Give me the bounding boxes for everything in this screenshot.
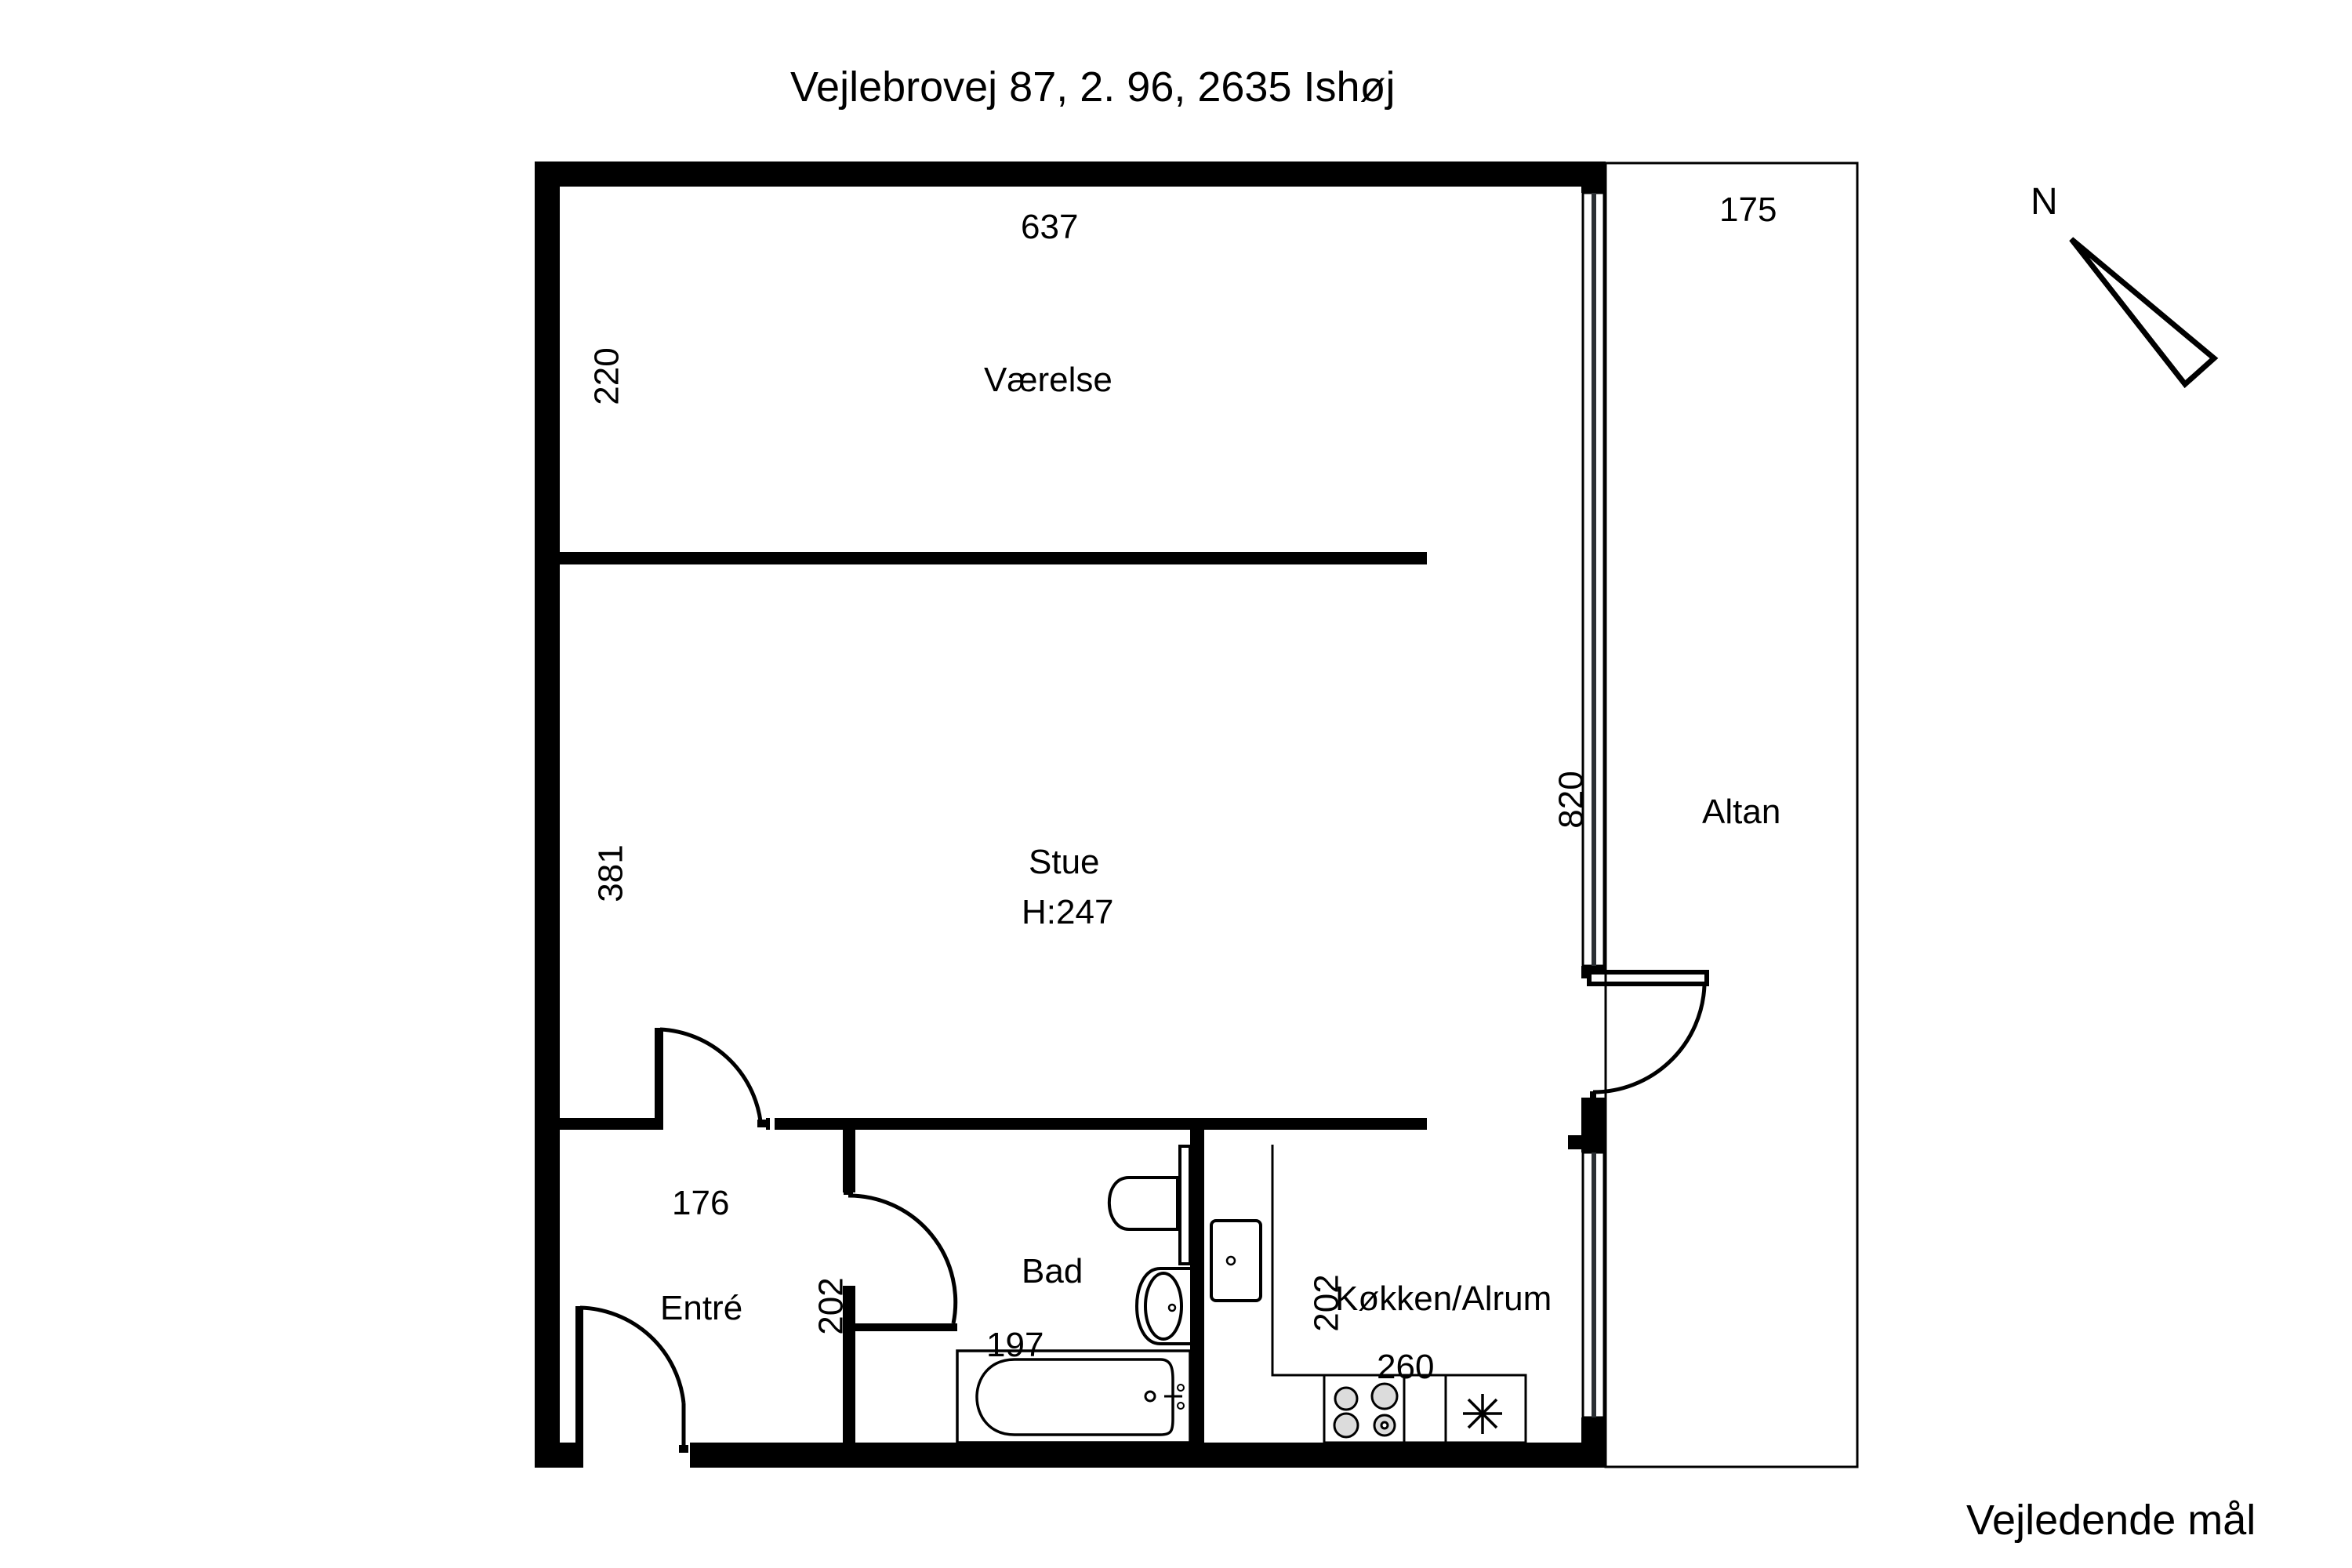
dim-entre-width: 176 — [672, 1184, 730, 1222]
dim-entre-depth: 202 — [811, 1277, 851, 1335]
fridge-icon — [1463, 1394, 1502, 1434]
room-label-vaerelse: Værelse — [984, 361, 1112, 399]
door-front — [575, 1305, 688, 1468]
door-stue — [655, 1027, 767, 1127]
room-label-altan: Altan — [1702, 793, 1781, 831]
disclaimer-note: Vejledende mål — [1966, 1497, 2256, 1544]
dim-vaerelse-depth: 220 — [587, 347, 626, 405]
sink-bad-icon — [1135, 1267, 1190, 1345]
dim-vaerelse-width: 637 — [1021, 208, 1079, 246]
kitchen-counter — [1271, 1145, 1527, 1444]
outer-walls — [535, 162, 1606, 1468]
dim-stue-depth: 381 — [591, 844, 630, 902]
balcony-door — [1587, 970, 1709, 1099]
room-label-koekken: Køkken/Alrum — [1335, 1279, 1552, 1318]
dim-koekken-depth: 202 — [1307, 1274, 1346, 1332]
stove-icon — [1333, 1382, 1399, 1439]
wall-vaerelse-stue — [560, 552, 1427, 564]
page-title: Vejlebrovej 87, 2. 96, 2635 Ishøj — [790, 64, 1396, 111]
room-height-stue: H:247 — [1022, 893, 1114, 931]
dim-bad-width: 197 — [986, 1326, 1044, 1364]
dim-altan-width: 175 — [1719, 191, 1777, 229]
kitchen-sink-icon — [1210, 1219, 1262, 1302]
room-label-bad: Bad — [1022, 1252, 1083, 1290]
room-label-stue: Stue — [1029, 843, 1100, 881]
room-label-entre: Entré — [660, 1289, 743, 1327]
compass-north-label: N — [2031, 181, 2058, 223]
window-east-upper — [1581, 191, 1606, 967]
toilet-icon — [1107, 1145, 1192, 1265]
north-arrow-icon — [2069, 237, 2219, 389]
dim-koekken-width: 260 — [1377, 1348, 1435, 1386]
dim-stue-length: 820 — [1552, 771, 1591, 829]
window-east-lower — [1581, 1151, 1606, 1419]
bathtub-icon — [956, 1349, 1192, 1444]
door-bad — [843, 1193, 958, 1331]
balcony-outline — [1604, 162, 1859, 1468]
